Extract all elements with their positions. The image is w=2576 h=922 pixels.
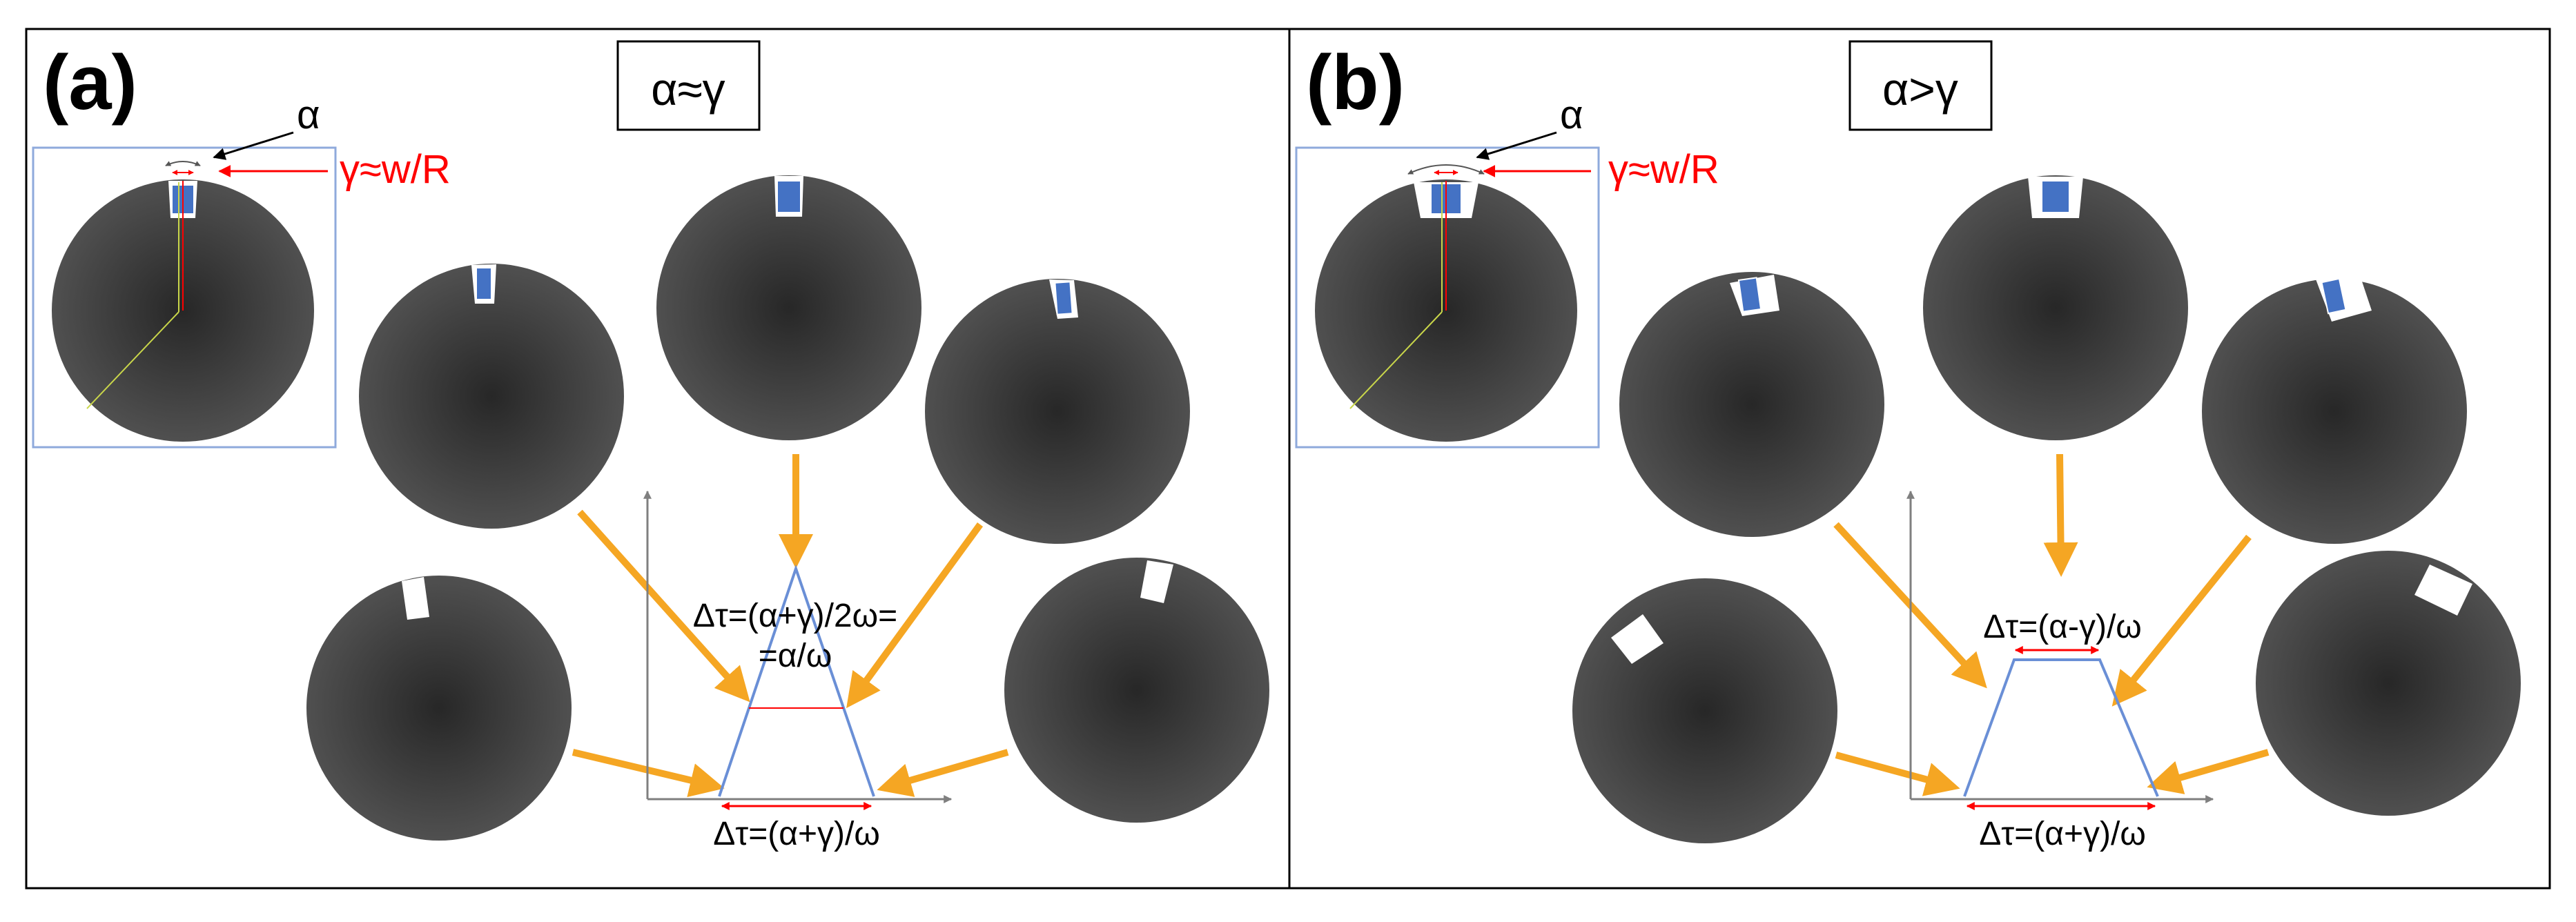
panel-b-arrow-2	[2043, 453, 2078, 577]
panel-a-disk-4	[306, 576, 572, 841]
panel-b-disk-1	[1619, 272, 1884, 537]
panel-b-condition-text: α>γ	[1882, 63, 1958, 115]
panel-b-disk-4	[1572, 578, 1837, 843]
panel-a-inset	[32, 146, 337, 449]
panel-b-disk-3	[2202, 273, 2467, 544]
panel-b-arrow-3	[2111, 534, 2252, 707]
panel-b-alpha-label: α	[1560, 92, 1583, 137]
panel-b-disk-5	[2256, 551, 2521, 816]
panel-a-arrow-5	[877, 749, 1009, 797]
panel-b-alpha-pointer	[1476, 131, 1557, 160]
panel-a-inset-alpha-arc	[165, 161, 201, 166]
panel-a-inset-radius-diag	[86, 311, 179, 409]
panel-a-plot: Δτ=(α+γ)/2ω= =α/ω Δτ=(α+γ)/ω	[643, 490, 953, 852]
panel-a-disk-3	[925, 279, 1190, 544]
panel-a-condition-box: α≈γ	[616, 40, 761, 131]
panel-a: (a) α≈γ α γ≈w/R	[25, 28, 1291, 890]
panel-a-plateau-label-line1: Δτ=(α+γ)/2ω=	[693, 598, 897, 634]
panel-b-arrow-4	[1835, 752, 1960, 796]
panel-a-arrow-1	[577, 509, 750, 703]
panel-a-label: (a)	[43, 39, 137, 126]
panel-a-plot-triangle	[718, 564, 875, 797]
panel-a-base-label: Δτ=(α+γ)/ω	[713, 816, 880, 852]
panel-b-plateau-label: Δτ=(α-γ)/ω	[1983, 609, 2142, 645]
panel-a-condition-text: α≈γ	[651, 63, 725, 115]
panel-b-plot-trapezoid	[1963, 658, 2159, 797]
panel-b-inset-alpha-arc	[1407, 164, 1485, 175]
panel-a-gamma-label: γ≈w/R	[340, 147, 451, 192]
panel-b-arrows	[1833, 453, 2270, 796]
panel-a-arrows	[572, 454, 1009, 798]
panel-b-disk-2	[1923, 175, 2188, 440]
panel-a-disk-5	[1004, 558, 1269, 823]
panel-a-plateau-label-line2: =α/ω	[759, 638, 832, 674]
panel-a-disk-2	[656, 175, 921, 440]
panel-a-disk-1	[359, 264, 624, 529]
panel-b-arrow-1	[1833, 522, 1987, 689]
panel-b-condition-box: α>γ	[1848, 40, 1993, 131]
panel-b-arrow-5	[2147, 749, 2270, 794]
panel-a-arrow-3	[846, 522, 984, 709]
panel-b-inset-radius-diag	[1349, 311, 1443, 409]
panel-b-gamma-label: γ≈w/R	[1608, 147, 1719, 192]
panel-a-alpha-label: α	[297, 92, 320, 137]
panel-a-arrow-4	[572, 749, 725, 798]
panel-b: (b) α>γ α γ≈w/R	[1288, 28, 2551, 890]
panel-b-label: (b)	[1306, 39, 1405, 126]
panel-a-alpha-pointer	[213, 131, 294, 160]
panel-b-inset	[1295, 146, 1600, 449]
panel-b-plot: Δτ=(α-γ)/ω Δτ=(α+γ)/ω	[1906, 490, 2214, 852]
panel-b-base-label: Δτ=(α+γ)/ω	[1979, 816, 2146, 852]
